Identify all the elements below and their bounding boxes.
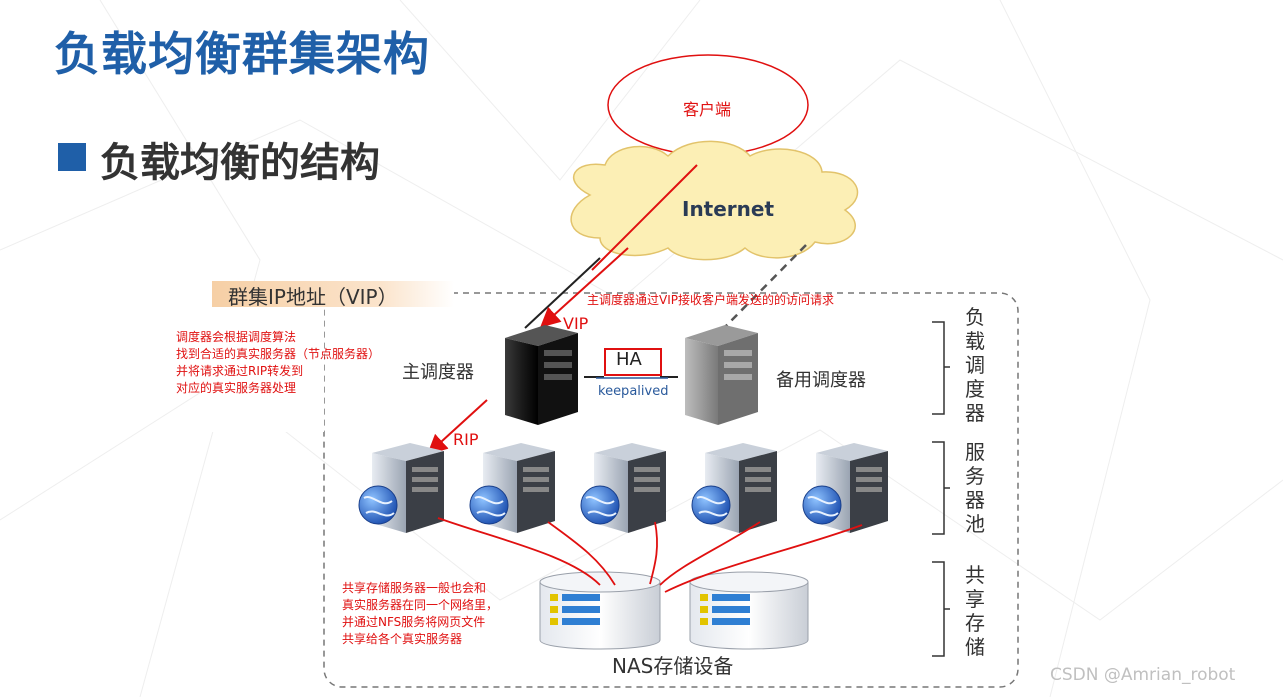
backup-scheduler-label: 备用调度器 bbox=[776, 370, 866, 391]
cluster-boundary bbox=[323, 292, 1019, 688]
bullet-square-icon bbox=[58, 143, 86, 171]
keepalived-label: keepalived bbox=[598, 384, 669, 399]
nfs-links bbox=[437, 517, 863, 593]
storage-note: 共享存储服务器一般也会和 真实服务器在同一个网络里， 并通过NFS服务将网页文件… bbox=[342, 580, 498, 648]
nas-storage-2 bbox=[689, 571, 809, 650]
real-server bbox=[580, 443, 666, 533]
scheduler-note-line: 并将请求通过RIP转发到 bbox=[176, 364, 304, 378]
vip-band-label: 群集IP地址（VIP） bbox=[228, 285, 398, 309]
scheduler-note: 调度器会根据调度算法 找到合适的真实服务器（节点服务器） 并将请求通过RIP转发… bbox=[176, 329, 380, 397]
layer-char: 共 bbox=[965, 563, 985, 587]
layer-char: 服 bbox=[965, 440, 985, 464]
ha-box bbox=[604, 348, 662, 376]
layer-char: 器 bbox=[965, 401, 985, 425]
client-label: 客户端 bbox=[683, 100, 732, 119]
layer-brackets bbox=[932, 321, 950, 657]
layer-label-server-pool: 服 务 器 池 bbox=[964, 440, 986, 536]
watermark: CSDN @Amrian_robot bbox=[1050, 665, 1236, 685]
scheduler-note-line: 找到合适的真实服务器（节点服务器） bbox=[176, 347, 381, 361]
layer-char: 储 bbox=[965, 635, 985, 659]
storage-note-line: 共享给各个真实服务器 bbox=[342, 632, 463, 646]
globe-icon bbox=[691, 485, 731, 525]
scheduler-note-line: 调度器会根据调度算法 bbox=[176, 330, 297, 344]
layer-char: 度 bbox=[965, 377, 985, 401]
scheduler-note-line: 对应的真实服务器处理 bbox=[176, 381, 297, 395]
nas-label: NAS存储设备 bbox=[612, 654, 734, 678]
backup-scheduler-server bbox=[685, 325, 758, 425]
vip-band bbox=[212, 281, 454, 307]
storage-note-line: 共享存储服务器一般也会和 bbox=[342, 581, 487, 595]
layer-char: 负 bbox=[965, 305, 985, 329]
real-server bbox=[802, 443, 888, 533]
layer-char: 享 bbox=[965, 587, 985, 611]
vip-tag: VIP bbox=[563, 314, 589, 333]
real-server bbox=[358, 443, 444, 533]
main-scheduler-server bbox=[505, 325, 578, 425]
globe-icon bbox=[580, 485, 620, 525]
internet-cloud bbox=[570, 140, 859, 261]
internet-label: Internet bbox=[682, 197, 775, 221]
main-scheduler-label: 主调度器 bbox=[402, 362, 474, 383]
nas-storage-1 bbox=[539, 571, 661, 650]
globe-icon bbox=[358, 485, 398, 525]
rip-tag: RIP bbox=[453, 430, 479, 449]
vip-note: 主调度器通过VIP接收客户端发送的的访问请求 bbox=[587, 293, 834, 307]
layer-char: 存 bbox=[965, 611, 985, 635]
layer-char: 务 bbox=[965, 464, 985, 488]
storage-note-line: 真实服务器在同一个网络里， bbox=[342, 598, 499, 612]
globe-icon bbox=[802, 485, 842, 525]
real-server-pool bbox=[358, 443, 888, 533]
real-server bbox=[469, 443, 555, 533]
layer-char: 载 bbox=[965, 329, 985, 353]
layer-char: 池 bbox=[965, 512, 985, 536]
globe-icon bbox=[469, 485, 509, 525]
real-server bbox=[691, 443, 777, 533]
storage-note-line: 并通过NFS服务将网页文件 bbox=[342, 615, 486, 629]
ha-label: HA bbox=[616, 349, 642, 370]
layer-char: 调 bbox=[965, 353, 985, 377]
layer-char: 器 bbox=[965, 488, 985, 512]
layer-label-scheduler: 负 载 调 度 器 bbox=[964, 305, 986, 425]
page-title: 负载均衡群集架构 bbox=[54, 27, 430, 81]
layer-label-shared-storage: 共 享 存 储 bbox=[964, 563, 986, 659]
section-subtitle: 负载均衡的结构 bbox=[100, 140, 380, 186]
